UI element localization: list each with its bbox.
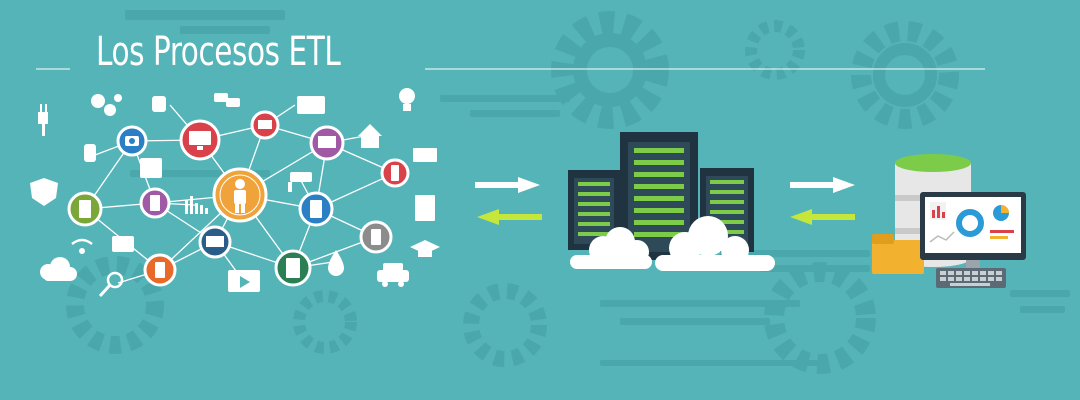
graduation-cap-icon	[410, 240, 440, 257]
data-warehouse-icon	[872, 154, 1026, 288]
laptop-icon	[198, 225, 232, 259]
screen-icon	[309, 125, 345, 161]
cloud-wifi-icon	[40, 257, 77, 281]
cloud-icon	[570, 216, 775, 271]
keyboard-icon	[936, 268, 1006, 288]
watch-icon	[84, 144, 96, 162]
printer-icon	[250, 110, 280, 140]
page-title-text: Los Procesos ETL	[96, 29, 341, 75]
camera-icon	[116, 125, 148, 157]
tablet-icon	[298, 191, 334, 227]
wifi-icon	[71, 238, 93, 254]
tv-icon	[297, 96, 325, 114]
phone-icon	[359, 220, 393, 254]
page-title: Los Procesos ETL	[96, 22, 394, 82]
arrow-left-icon	[790, 209, 855, 225]
search-icon	[98, 271, 124, 298]
water-drop-icon	[328, 250, 344, 276]
gear-icon	[851, 21, 959, 129]
tablet-icon	[274, 249, 312, 287]
phone-icon	[143, 253, 177, 287]
arrow-right-icon	[790, 177, 855, 193]
gear-icon	[745, 20, 805, 80]
monitor-icon	[920, 192, 1026, 268]
gear-icon	[463, 283, 547, 367]
mail-icon	[413, 148, 437, 162]
lightbulb-icon	[399, 88, 415, 111]
phone-icon	[139, 187, 171, 219]
folder-icon	[112, 236, 134, 252]
person-icon	[212, 167, 268, 223]
chart-icon	[185, 196, 208, 214]
gear-icon	[293, 290, 357, 354]
database-icon	[152, 96, 166, 112]
plug-icon	[38, 104, 48, 136]
chat-icon	[214, 93, 240, 107]
arrow-left-icon	[477, 209, 542, 225]
home-icon	[358, 124, 382, 148]
gear-icon	[66, 256, 164, 354]
video-icon	[228, 270, 260, 292]
arrow-right-icon	[475, 177, 540, 193]
monitor-icon	[179, 119, 221, 161]
folder-icon	[872, 234, 924, 274]
shield-icon	[30, 178, 58, 206]
car-icon	[377, 263, 409, 287]
bag-icon	[140, 158, 162, 178]
server-rack-icon	[568, 132, 775, 271]
security-camera-icon	[288, 172, 312, 192]
gears-icon	[91, 94, 122, 116]
phone-icon	[380, 158, 410, 188]
tablet-icon	[67, 191, 103, 227]
gear-icon	[551, 11, 669, 129]
document-icon	[415, 195, 435, 221]
